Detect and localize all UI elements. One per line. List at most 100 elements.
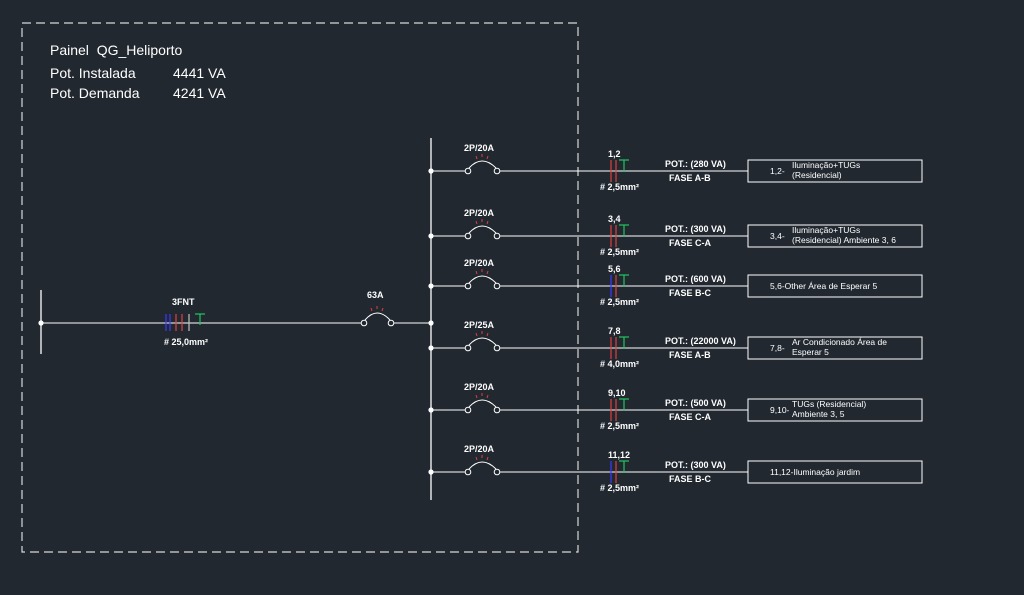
breaker-tick [475,394,478,399]
breaker-tick [486,394,489,399]
breaker-tick [475,220,478,225]
breaker-arc [468,399,497,408]
circuit-description-box [747,336,923,360]
circuit-description-box [747,159,923,183]
circuit-number: 7,8 [608,326,621,336]
circuit-3: 2P/20A 5,6 # 2,5mm² POT.: (600 VA) FASE B-C 5… [428,258,923,307]
breaker-tick [475,456,478,461]
circuit-description: 11,12-Iluminação jardim [770,467,860,477]
circuit-power: POT.: (300 VA) [665,460,726,470]
circuit-description-number: 3,4- [770,231,785,241]
breaker-rating: 2P/25A [464,320,495,330]
circuit-description-number: 7,8- [770,343,785,353]
breaker-contact [493,344,501,352]
circuit-1: 2P/20A 1,2 # 2,5mm² POT.: (280 VA) FASE A-B 1… [428,143,923,192]
circuit-phase: FASE A-B [669,173,711,183]
circuits-group: 2P/20A 1,2 # 2,5mm² POT.: (280 VA) FASE A-B 1… [428,143,923,493]
circuit-phase: FASE C-A [669,238,712,248]
circuit-power: POT.: (300 VA) [665,224,726,234]
breaker-rating: 2P/20A [464,382,495,392]
circuit-6: 2P/20A 11,12 # 2,5mm² POT.: (300 VA) FASE B-… [428,444,923,493]
panel-name: QG_Heliporto [96,42,183,58]
circuit-description-line: Iluminação+TUGs [792,160,860,170]
breaker-arc [468,461,497,470]
circuit-power: POT.: (280 VA) [665,159,726,169]
circuit-power: POT.: (500 VA) [665,398,726,408]
circuit-section: # 4,0mm² [600,359,639,369]
breaker-tick [475,332,478,337]
circuit-description: 5,6-Other Área de Esperar 5 [770,281,878,291]
circuit-phase: FASE C-A [669,412,712,422]
circuit-description-line: Ar Condicionado Área de [792,337,887,347]
breaker-arc [468,160,497,169]
circuit-4: 2P/25A 7,8 # 4,0mm² POT.: (22000 VA) FASE A-… [428,320,923,369]
circuit-5: 2P/20A 9,10 # 2,5mm² POT.: (500 VA) FASE C-A… [428,382,923,431]
circuit-description-line: Esperar 5 [792,347,829,357]
breaker-contact [493,468,501,476]
circuit-section: # 2,5mm² [600,297,639,307]
circuit-number: 9,10 [608,388,626,398]
circuit-description-number: 9,10- [770,405,790,415]
circuit-phase: FASE B-C [669,474,712,484]
demand-power-label: Pot. Demanda [50,85,140,101]
breaker-tick [475,270,478,275]
breaker-rating: 2P/20A [464,258,495,268]
circuit-number: 1,2 [608,149,621,159]
main-breaker-rating: 63A [367,290,384,300]
circuit-description-line: (Residencial) [792,170,842,180]
breaker-rating: 2P/20A [464,444,495,454]
panel-title: Painel QG_Heliporto [50,42,182,58]
breaker-contact [493,282,501,290]
breaker-tick [475,155,478,160]
demand-power-value: 4241 VA [173,85,226,101]
circuit-description-number: 1,2- [770,166,785,176]
circuit-description-box [747,224,923,248]
breaker-tick [486,155,489,160]
circuit-number: 5,6 [608,264,621,274]
breaker-rating: 2P/20A [464,208,495,218]
breaker-contact [464,282,472,290]
breaker-arc [468,225,497,234]
circuit-power: POT.: (600 VA) [665,274,726,284]
circuit-number: 11,12 [608,450,630,460]
main-breaker [360,306,395,327]
breaker-rating: 2P/20A [464,143,495,153]
circuit-section: # 2,5mm² [600,483,639,493]
circuit-section: # 2,5mm² [600,247,639,257]
breaker-arc [468,275,497,284]
breaker-tick [486,456,489,461]
breaker-tick [486,220,489,225]
installed-power-label: Pot. Instalada [50,65,136,81]
circuit-description-box [747,460,923,484]
breaker-tick [486,332,489,337]
breaker-contact [493,406,501,414]
circuit-phase: FASE A-B [669,350,711,360]
breaker-contact [464,344,472,352]
breaker-contact [464,167,472,175]
breaker-arc [468,337,497,346]
installed-power-value: 4441 VA [173,65,226,81]
panel-name-label: Painel [50,42,89,58]
breaker-tick [486,270,489,275]
circuit-description-line: (Residencial) Ambiente 3, 6 [792,235,896,245]
feeder-conductor-label: 3FNT [172,297,195,307]
busbar-node-main [428,320,434,326]
breaker-contact [493,232,501,240]
feeder-section-label: # 25,0mm² [164,337,208,347]
circuit-power: POT.: (22000 VA) [665,336,736,346]
circuit-description-box [747,398,923,422]
feeder-conductor-marks [165,313,205,331]
breaker-contact [464,232,472,240]
panel-boundary [21,22,579,553]
breaker-contact [464,468,472,476]
breaker-contact [493,167,501,175]
circuit-description-box [747,274,923,298]
circuit-description-line: Ambiente 3, 5 [792,409,845,419]
circuit-section: # 2,5mm² [600,182,639,192]
circuit-phase: FASE B-C [669,288,712,298]
breaker-contact [464,406,472,414]
circuit-description-line: TUGs (Residencial) [792,399,866,409]
circuit-section: # 2,5mm² [600,421,639,431]
